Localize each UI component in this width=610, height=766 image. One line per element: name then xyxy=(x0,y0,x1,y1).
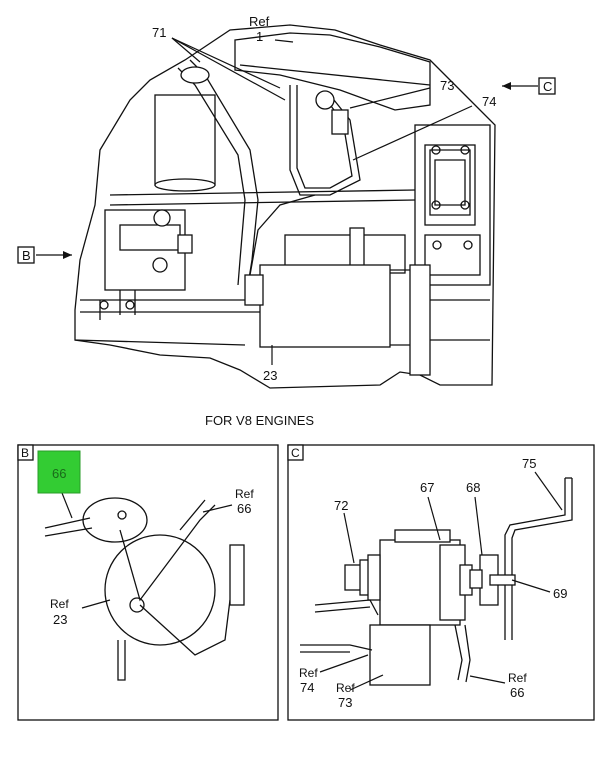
detail-c-callout-72: 72 xyxy=(334,498,348,513)
detail-c-label-box xyxy=(287,444,304,461)
detail-b-ref66-ref: Ref xyxy=(235,487,254,501)
detail-b-label-box xyxy=(17,444,34,461)
detail-b-frame xyxy=(17,444,279,721)
detail-c-callout-67: 67 xyxy=(420,480,434,495)
callout-ref1-ref: Ref xyxy=(249,14,270,29)
view-flag-c: C xyxy=(543,79,552,94)
detail-b-drawing xyxy=(44,497,245,681)
detail-b-ref66-num: 66 xyxy=(237,501,251,516)
detail-c-drawing xyxy=(300,477,573,686)
detail-c-callout-69: 69 xyxy=(553,586,567,601)
detail-c-callout-75: 75 xyxy=(522,456,536,471)
callout-73: 73 xyxy=(440,78,454,93)
detail-c-frame xyxy=(287,444,595,721)
main-engine-view xyxy=(74,24,496,389)
detail-c-ref66-ref: Ref xyxy=(508,671,527,685)
detail-b-ref23-ref: Ref xyxy=(50,597,69,611)
detail-c-ref74-num: 74 xyxy=(300,680,314,695)
detail-c-ref74-ref: Ref xyxy=(299,666,318,680)
view-flag-c-box xyxy=(538,77,556,95)
callout-ref1-num: 1 xyxy=(256,29,263,44)
callout-23: 23 xyxy=(263,368,277,383)
detail-c-ref73-num: 73 xyxy=(338,695,352,710)
detail-b-label: B xyxy=(21,446,29,460)
main-view-caption: FOR V8 ENGINES xyxy=(205,413,314,428)
detail-b-highlight-text: 66 xyxy=(52,466,66,481)
detail-c-ref73-ref: Ref xyxy=(336,681,355,695)
detail-c-ref66-num: 66 xyxy=(510,685,524,700)
detail-b-highlight-box xyxy=(37,450,81,494)
callout-71: 71 xyxy=(152,25,166,40)
detail-c-label: C xyxy=(291,446,300,460)
detail-c-leaders xyxy=(319,471,563,691)
view-flag-b: B xyxy=(22,248,31,263)
detail-b-ref23-num: 23 xyxy=(53,612,67,627)
view-flag-b-box xyxy=(17,246,35,264)
detail-c-callout-68: 68 xyxy=(466,480,480,495)
main-view-leaders xyxy=(36,37,538,365)
callout-74: 74 xyxy=(482,94,496,109)
